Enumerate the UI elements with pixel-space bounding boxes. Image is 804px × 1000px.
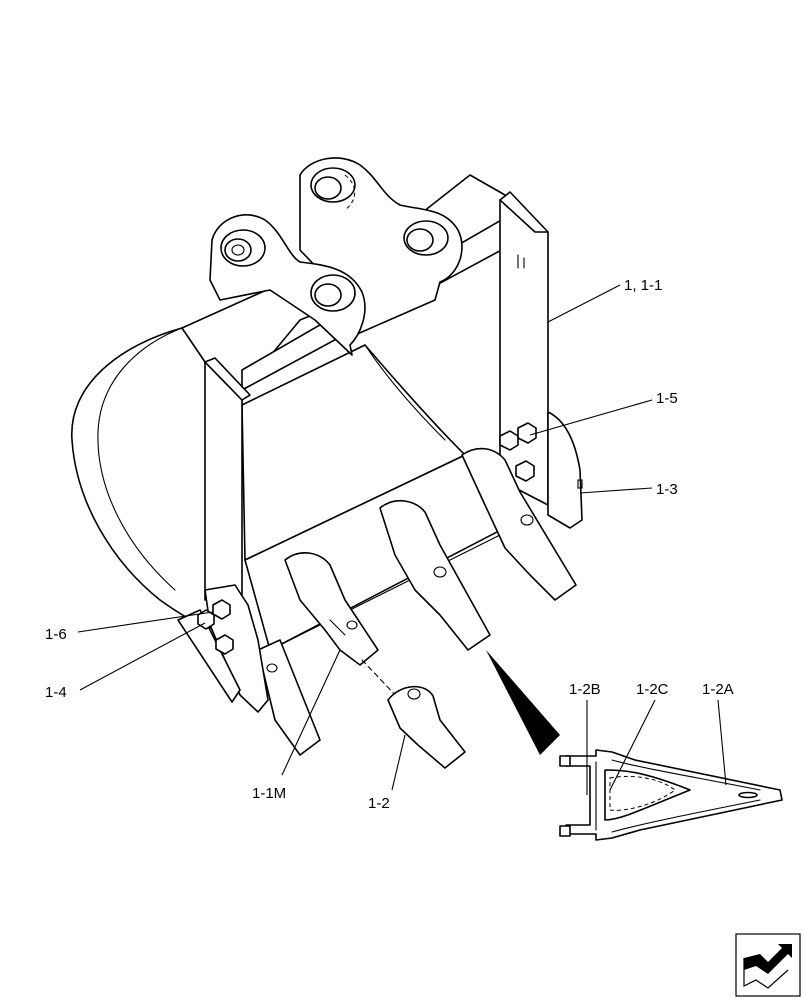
bucket-shell	[71, 327, 466, 629]
detail-arrow-icon	[486, 650, 560, 755]
leader-lines	[77, 284, 727, 795]
callout-bucket: 1, 1-1	[624, 277, 662, 294]
callout-labels: 1, 1-1 1-5 1-3 1-6 1-4 1-1M 1-2 1-2B 1-2…	[45, 277, 734, 812]
callout-side-cutter-1-3: 1-3	[656, 481, 678, 498]
callout-bolt-1-6: 1-6	[45, 626, 67, 643]
tooth-assembly-3	[461, 447, 577, 601]
detail-tooth-view	[559, 749, 783, 841]
tooth-assembly-2	[379, 500, 491, 651]
callout-tooth-point-1-2a: 1-2A	[702, 681, 734, 698]
side-cutter-right	[547, 411, 583, 529]
callout-adapter-1-1m: 1-1M	[252, 785, 286, 802]
continue-arrow-icon[interactable]	[735, 933, 801, 997]
bolts-right	[499, 422, 537, 482]
exploded-tooth	[361, 659, 466, 769]
callout-pin-1-2c: 1-2C	[636, 681, 669, 698]
right-side-plate	[499, 191, 549, 506]
callout-adapter-1-2b: 1-2B	[569, 681, 601, 698]
callout-nut-1-4: 1-4	[45, 684, 67, 701]
callout-bolt-1-5: 1-5	[656, 390, 678, 407]
callout-tooth-1-2: 1-2	[368, 795, 390, 812]
tooth-assembly-1	[284, 552, 379, 666]
hitch-bracket-front	[209, 214, 366, 356]
